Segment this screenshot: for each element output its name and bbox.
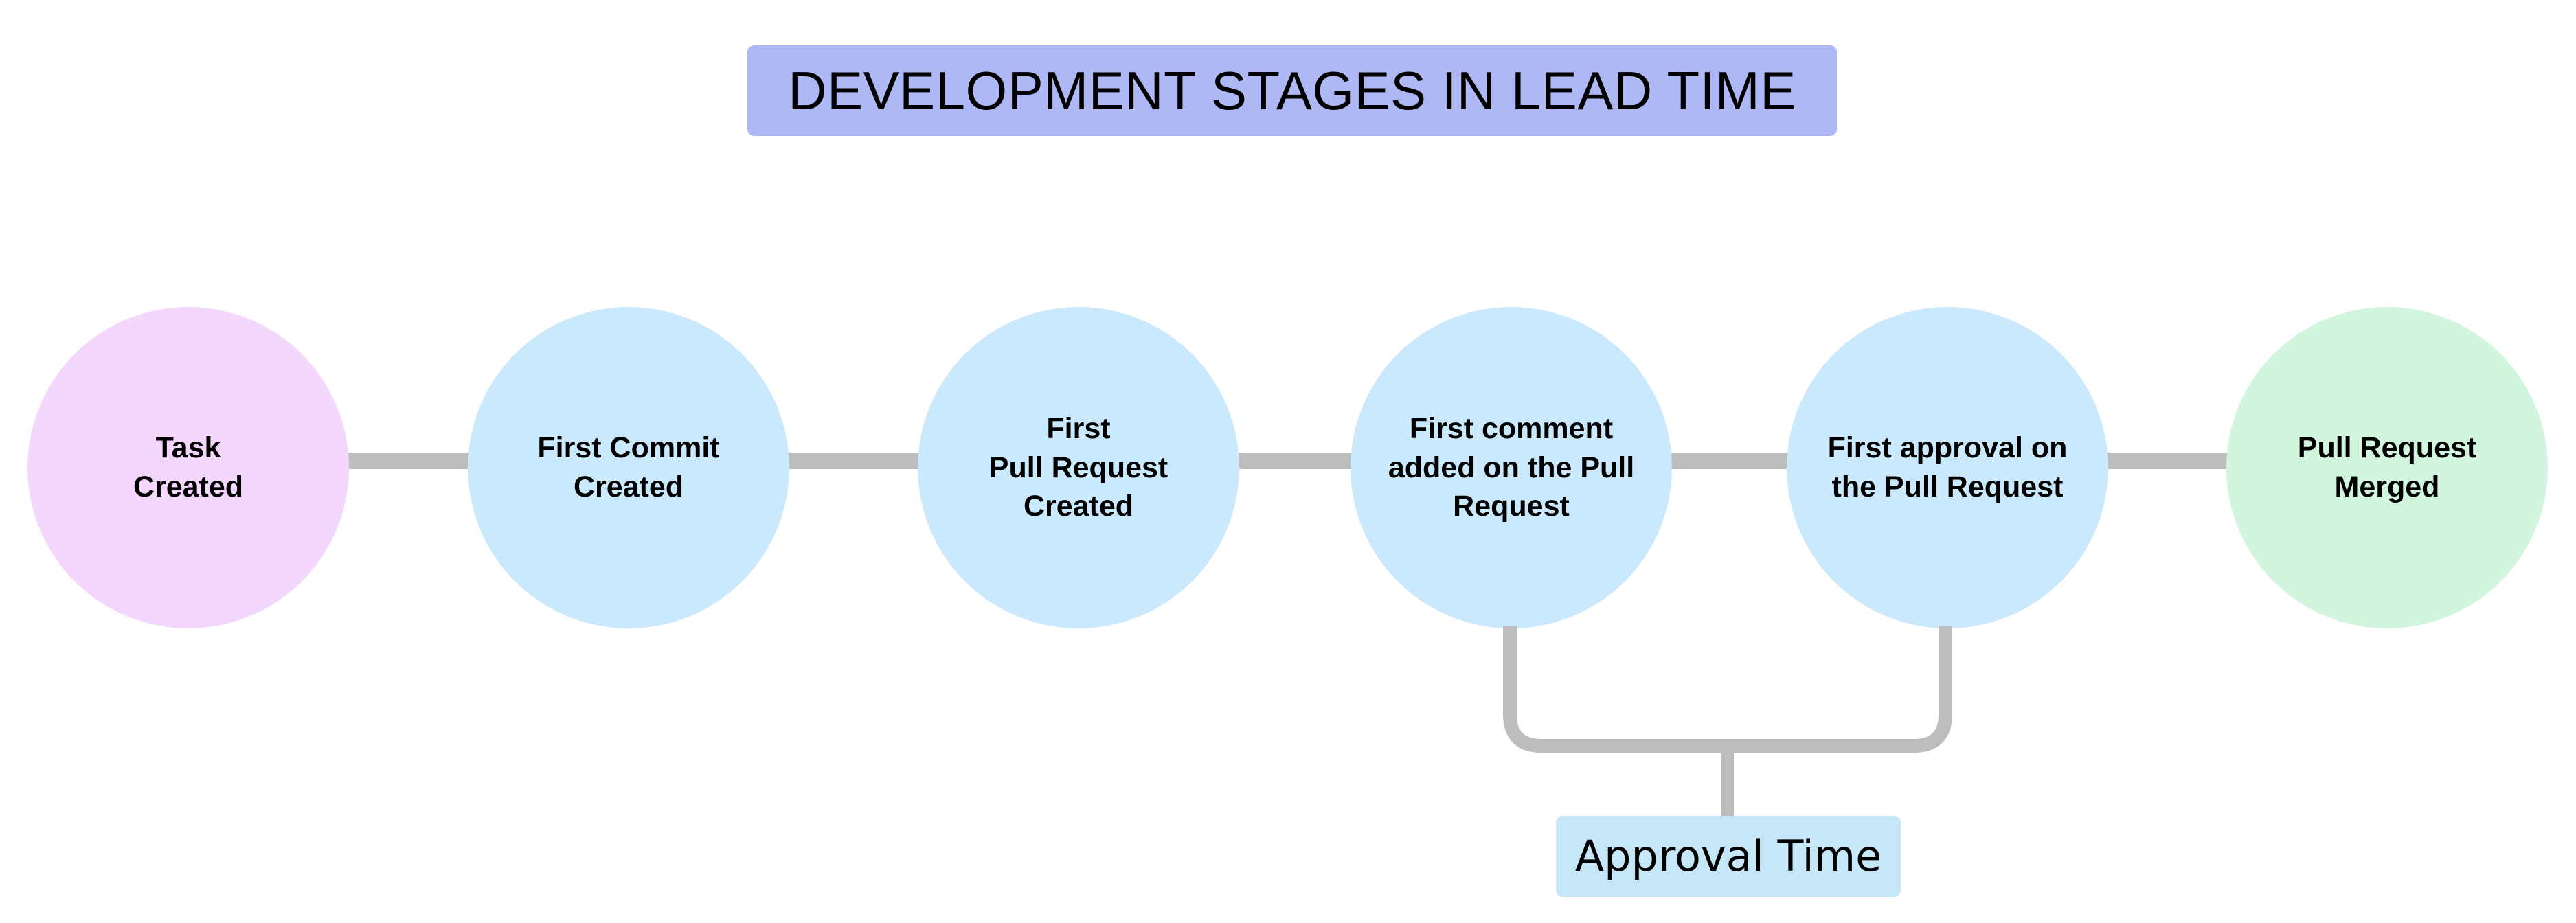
stage-node-task-created[interactable]: Task Created	[27, 307, 349, 628]
approval-time-label: Approval Time	[1574, 831, 1882, 881]
diagram-title-banner: DEVELOPMENT STAGES IN LEAD TIME	[747, 45, 1837, 136]
approval-bracket-path	[1503, 626, 1952, 753]
approval-time-bracket	[1503, 626, 1952, 817]
stage-node-first-commit-created[interactable]: First Commit Created	[468, 307, 789, 628]
stage-label-pull-request-merged: Pull Request Merged	[2297, 431, 2477, 503]
stage-node-first-comment-added[interactable]: First comment added on the Pull Request	[1351, 307, 1672, 628]
connector-line-3	[1219, 453, 1357, 469]
approval-time-label-box[interactable]: Approval Time	[1556, 816, 1901, 897]
stage-label-first-comment-added: First comment added on the Pull Request	[1388, 411, 1635, 523]
stage-label-first-approval: First approval on the Pull Request	[1827, 431, 2068, 503]
connector-line-4	[1656, 453, 1793, 469]
connector-line-5	[2095, 453, 2233, 469]
stage-label-task-created: Task Created	[133, 431, 244, 503]
stage-label-first-commit-created: First Commit Created	[537, 431, 720, 503]
connector-line-2	[776, 453, 924, 469]
stage-node-first-approval[interactable]: First approval on the Pull Request	[1787, 307, 2108, 628]
stage-node-first-pull-request-created[interactable]: First Pull Request Created	[918, 307, 1239, 628]
page-title: DEVELOPMENT STAGES IN LEAD TIME	[788, 60, 1796, 121]
stage-label-first-pull-request-created: First Pull Request Created	[988, 411, 1168, 523]
stage-node-pull-request-merged[interactable]: Pull Request Merged	[2226, 307, 2548, 628]
